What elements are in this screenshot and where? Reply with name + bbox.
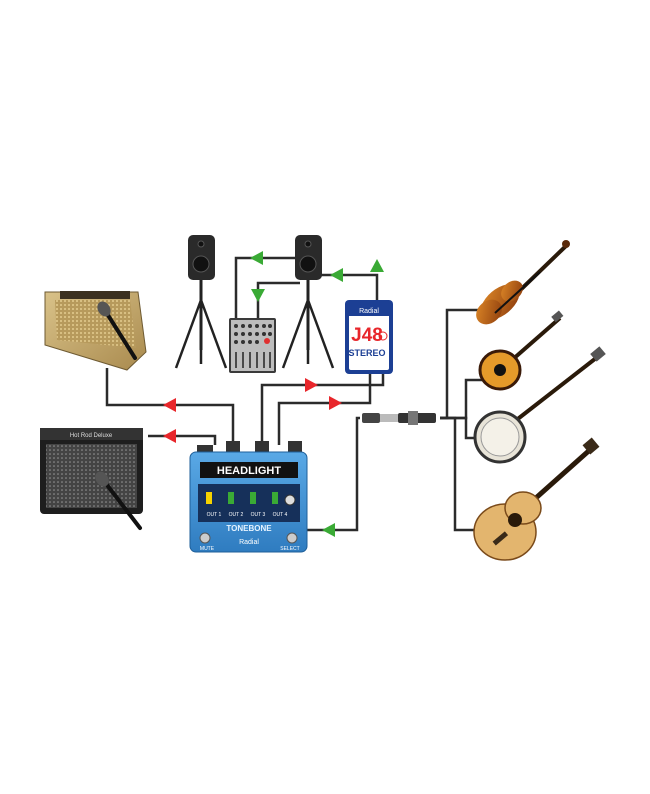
cable-violin bbox=[440, 308, 480, 420]
pedal-leds bbox=[206, 492, 296, 506]
cable-speaker-left-mixer bbox=[234, 256, 300, 318]
pedal-maker: Radial bbox=[239, 539, 259, 546]
pedal-led-label-1: OUT 1 bbox=[207, 512, 222, 518]
di-sub-label: STEREO bbox=[348, 348, 385, 358]
cable-black-amp bbox=[148, 434, 217, 445]
arrow-green-icon bbox=[370, 259, 384, 272]
arrow-green-icon bbox=[330, 268, 343, 282]
cable-pedal-di-2 bbox=[277, 368, 372, 445]
pedal-led-label-4: OUT 4 bbox=[273, 512, 288, 518]
arrow-green-icon bbox=[322, 523, 335, 537]
black-amp-icon: Hot Rod Deluxe bbox=[40, 428, 143, 514]
arrow-red-icon bbox=[305, 378, 318, 392]
mandolin-icon bbox=[478, 310, 564, 391]
pa-speaker-icon bbox=[281, 235, 335, 369]
pa-speaker-icon bbox=[174, 235, 228, 369]
microphone-icon bbox=[97, 301, 137, 360]
pedal-select-label: SELECT bbox=[280, 546, 299, 552]
di-model-label: J48 bbox=[351, 325, 383, 346]
arrow-red-icon bbox=[163, 398, 176, 412]
pedal-brand: HEADLIGHT bbox=[217, 465, 281, 477]
di-maker-label: Radial bbox=[359, 308, 379, 315]
di-box: Radial J48 STEREO bbox=[345, 300, 393, 374]
acoustic-guitar-icon bbox=[473, 437, 600, 561]
cable-pedal-di-1 bbox=[260, 368, 385, 445]
banjo-icon bbox=[473, 346, 606, 464]
arrow-green-icon bbox=[250, 251, 263, 265]
mixer-icon bbox=[229, 318, 276, 373]
pedal-mute-label: MUTE bbox=[200, 546, 215, 552]
cable-mixer-right-speaker bbox=[256, 281, 300, 318]
microphone-icon bbox=[95, 471, 142, 530]
pedal-sub-brand: TONEBONE bbox=[226, 524, 272, 533]
arrows bbox=[163, 251, 384, 537]
cable-splitter-icon bbox=[362, 411, 436, 425]
pedal-led-label-2: OUT 2 bbox=[229, 512, 244, 518]
arrow-green-icon bbox=[251, 289, 265, 302]
cable-di-speaker bbox=[320, 273, 379, 300]
amp-badge: Hot Rod Deluxe bbox=[70, 433, 113, 439]
headlight-pedal: HEADLIGHT OUT 1 OUT 2 OUT 3 OUT 4 TONEBO… bbox=[189, 441, 308, 553]
tweed-amp-icon bbox=[44, 291, 147, 371]
cable-guitar bbox=[440, 416, 478, 532]
pedal-led-label-3: OUT 3 bbox=[251, 512, 266, 518]
violin-icon bbox=[476, 240, 570, 325]
cables bbox=[105, 256, 482, 532]
arrow-red-icon bbox=[163, 429, 176, 443]
arrow-red-icon bbox=[329, 396, 342, 410]
